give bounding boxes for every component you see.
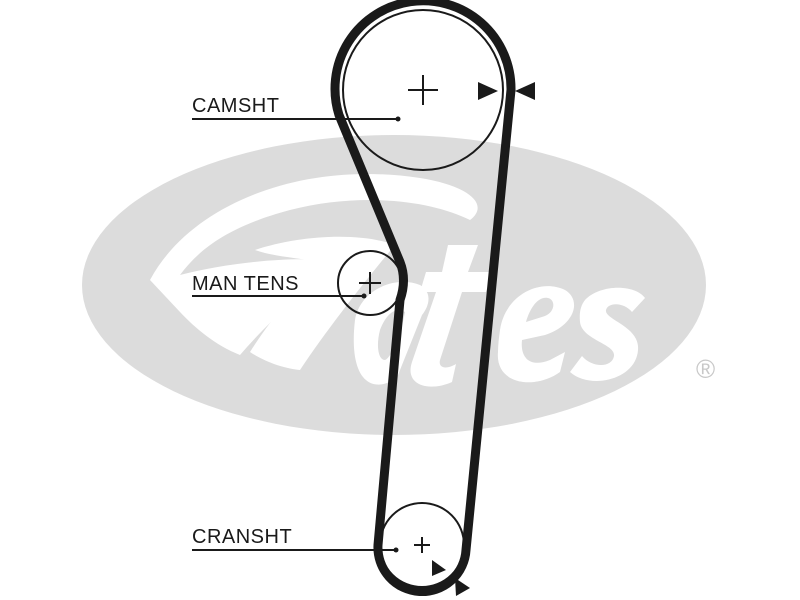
timing-belt	[330, 0, 516, 596]
leader-lines	[192, 116, 401, 553]
tensioner-center-icon	[359, 272, 381, 294]
camshaft-leader	[192, 116, 401, 122]
center-marks	[359, 75, 438, 553]
crankshaft-label: CRANSHT	[192, 526, 292, 548]
crankshaft-center-icon	[414, 537, 430, 553]
tensioner-label: MAN TENS	[192, 273, 299, 295]
logo-letter-t	[410, 245, 492, 387]
logo-letter-a	[353, 281, 429, 385]
tensioner-leader	[192, 293, 367, 299]
logo-lettering	[150, 174, 645, 387]
timing-marks	[432, 82, 535, 596]
logo-letter-e	[497, 286, 575, 383]
camshaft-label: CAMSHT	[192, 95, 279, 117]
logo-letter-s	[570, 287, 645, 381]
crankshaft-mark-outer-icon	[455, 578, 470, 596]
logo-g-swoosh	[150, 174, 478, 355]
crankshaft-mark-inner-icon	[432, 560, 446, 576]
camshaft-center-icon	[408, 75, 438, 105]
gates-logo: ®	[82, 135, 715, 435]
logo-g-lower	[250, 236, 395, 370]
camshaft-mark-inner-icon	[478, 82, 498, 100]
crankshaft-leader	[192, 547, 399, 553]
camshaft-pulley	[342, 9, 504, 171]
camshaft-mark-outer-icon	[515, 82, 535, 100]
registered-mark: ®	[696, 354, 715, 384]
